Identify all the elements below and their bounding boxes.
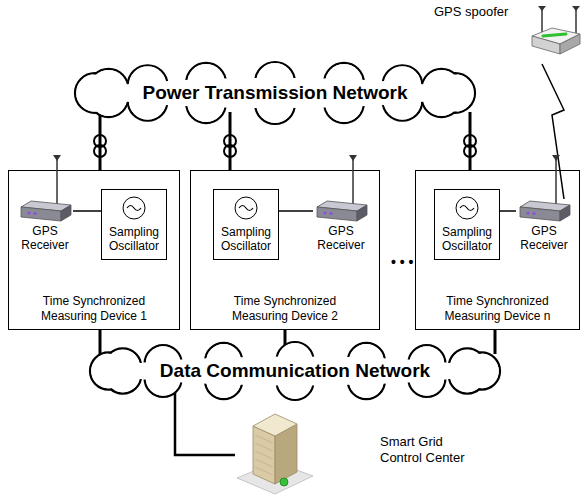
node-label: GPS Receiver (17, 225, 73, 253)
gps-receiver-icon (313, 199, 369, 223)
icon-face (61, 205, 71, 221)
icon-face (560, 205, 570, 221)
node-label: Time Synchronized Measuring Device 2 (220, 294, 350, 323)
connector-line (73, 210, 101, 212)
icon-face (560, 34, 580, 54)
node-label: Time Synchronized Measuring Device n (433, 294, 563, 323)
gps-receiver: GPS Receiver (313, 199, 369, 253)
connector-line (469, 112, 472, 170)
measuring-device-box: Time Synchronized Measuring Device 2 Samp… (190, 170, 380, 330)
oscillator-symbol (214, 193, 280, 225)
measuring-device-box: Time Synchronized Measuring Device 1 GPS … (8, 170, 180, 330)
building-icon (235, 412, 315, 496)
node-label: Sampling Oscillator (437, 226, 497, 254)
icon-face (520, 207, 560, 221)
measuring-device-box: Time Synchronized Measuring Device n Samp… (415, 170, 580, 330)
network-cloud: Data Communication Network (90, 342, 500, 400)
node-label: Sampling Oscillator (104, 226, 164, 254)
node-label: Smart Grid Control Center (380, 434, 485, 465)
connector-line (99, 112, 102, 170)
node-label: GPS spoofer (432, 2, 531, 21)
gps-receiver-icon (516, 199, 572, 223)
connector-line (494, 330, 497, 354)
gps-receiver: GPS Receiver (17, 199, 73, 253)
transformer-symbol (94, 135, 476, 157)
oscillator-symbol (102, 193, 168, 225)
icon-face (357, 205, 367, 221)
node-label: GPS Receiver (516, 225, 572, 253)
oscillator-symbol (435, 193, 501, 225)
gps-receiver: GPS Receiver (516, 199, 572, 253)
node-label: Time Synchronized Measuring Device 1 (29, 294, 159, 323)
node-label: GPS Receiver (313, 225, 369, 253)
node-label: Power Transmission Network (142, 82, 407, 104)
connector-line (500, 210, 516, 212)
icon-face (317, 207, 357, 221)
connector-line (279, 210, 313, 212)
gps-receiver-icon (17, 199, 73, 223)
gps-spoofer: GPS spoofer (432, 2, 582, 64)
spoofing-signal (542, 64, 564, 199)
oscillator-box: Sampling Oscillator (101, 189, 167, 260)
network-cloud: Power Transmission Network (75, 62, 475, 124)
oscillator-box: Sampling Oscillator (213, 189, 279, 260)
control-center: Smart Grid Control Center (235, 412, 485, 496)
ellipsis-label: • • • (391, 254, 413, 270)
node-label: Data Communication Network (160, 360, 430, 382)
icon-face (253, 414, 297, 436)
connector-line (99, 330, 102, 354)
icon-face (21, 207, 61, 221)
oscillator-box: Sampling Oscillator (434, 189, 500, 260)
connector-line (229, 112, 232, 170)
node-label: Sampling Oscillator (216, 226, 276, 254)
icon-face (532, 36, 560, 54)
